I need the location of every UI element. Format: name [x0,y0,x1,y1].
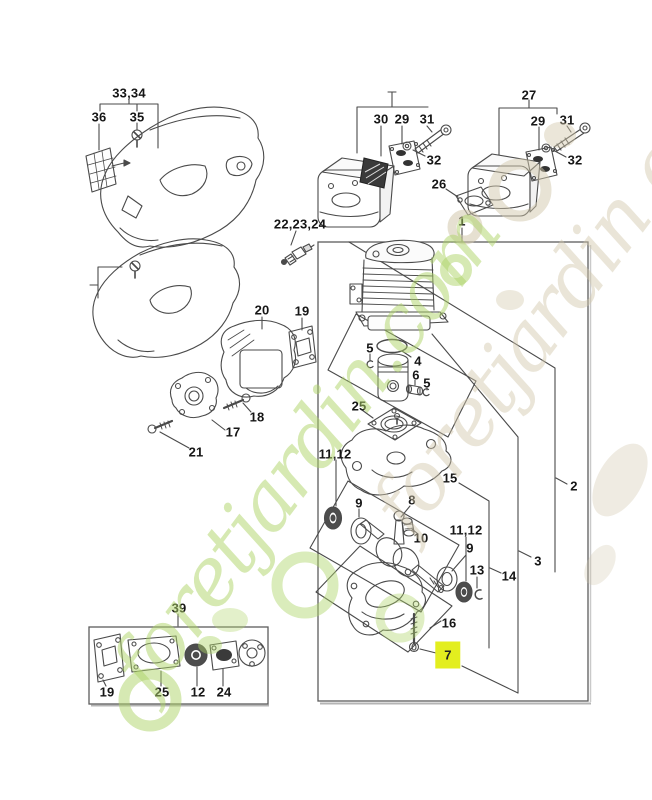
part-label-19-set: 19 [99,684,115,700]
bolt-31-right [553,122,591,152]
circlip-13 [474,589,483,600]
part-label-1: 1 [458,213,466,229]
piston-group-box [327,313,477,438]
crankshaft-group-box [309,480,460,613]
part-label-5-right: 5 [423,375,431,391]
screw-35 [131,129,143,148]
washer-32-left [402,141,412,151]
part-label-11-12-left: 11,12 [318,446,352,462]
label-brackets [98,91,572,163]
part-label-31-right: 31 [559,112,575,128]
part-label-31-left: 31 [419,111,435,127]
assembly-box-14-15 [458,482,502,649]
part-label-17: 17 [225,424,241,440]
part-label-29-left: 29 [394,111,410,127]
part-label-27: 27 [521,87,537,103]
part-label-35: 35 [129,109,145,125]
screw-7 [408,612,420,653]
part-label-10: 10 [413,530,429,546]
oil-seal-11-12-left [323,506,343,530]
gasket-19-upper [288,325,317,369]
part-label-25-upper: 25 [351,398,367,414]
part-label-18: 18 [249,409,265,425]
part-label-29-right: 29 [530,113,546,129]
gasket-set-extra [238,639,266,667]
part-label-9-left: 9 [355,495,363,511]
part-label-22-23-24: 22,23,24 [273,216,327,232]
part-label-26: 26 [431,176,447,192]
piston-ring-4 [376,338,408,354]
air-filter-plate-36 [85,147,131,193]
part-label-14: 14 [501,568,517,584]
shroud-cover-bottom [89,238,241,358]
spark-arrester-screen-30 [359,157,389,189]
piston [377,353,409,402]
screw-21 [147,419,174,434]
part-label-25-set: 25 [154,684,170,700]
part-label-6: 6 [412,367,420,383]
part-label-7[interactable]: 7 [435,641,461,669]
screw-18 [222,393,251,411]
gasket-set-seal-12 [184,643,208,667]
wrist-pin-6 [405,384,424,396]
part-label-19-upper: 19 [294,303,310,319]
part-label-39: 39 [171,600,187,616]
part-label-32-left: 32 [426,152,442,168]
needle-cage-10 [401,517,415,537]
gasket-set-24 [209,640,240,671]
part-label-2: 2 [570,478,578,494]
gasket-set-25 [127,635,181,673]
engine-shield-20 [220,319,297,398]
manifold-flange-17 [169,371,219,419]
piston-pin-clip-right-5 [422,388,430,397]
part-label-8: 8 [408,492,416,508]
piston-pin-clip-left-5 [366,360,374,369]
spark-plug [280,243,315,266]
part-label-16: 16 [441,615,457,631]
bearing-9-left [350,517,372,545]
part-label-32-right: 32 [567,152,583,168]
assembly-box-3 [431,333,532,694]
crankcase-pan-16 [346,561,426,636]
washer-32-right [541,143,551,153]
part-label-30: 30 [373,111,389,127]
part-label-24-set: 24 [216,684,232,700]
part-label-11-12-right: 11,12 [449,522,483,538]
part-label-9-right: 9 [466,540,474,556]
leader-lines [102,149,567,687]
part-label-36: 36 [91,109,107,125]
part-label-20: 20 [254,302,270,318]
part-label-15: 15 [442,470,458,486]
leader-7-diagonal [461,665,519,694]
shroud-cover-top [100,106,265,248]
part-label-4: 4 [414,353,422,369]
bearing-9-right [436,566,458,592]
part-label-12-set: 12 [190,684,206,700]
part-label-13: 13 [469,562,485,578]
oil-seal-11-12-right [455,581,473,603]
part-label-21: 21 [188,444,204,460]
part-label-33-34: 33,34 [112,85,146,101]
bolt-31-left [414,124,452,154]
oil-pan-group-box [315,545,453,653]
part-label-5-left: 5 [366,340,374,356]
cylinder-gasket-25 [367,407,422,441]
part-label-3: 3 [534,553,542,569]
crankcase-half-15 [340,412,452,496]
assembly-box-2 [348,241,568,573]
cylinder [349,239,449,331]
